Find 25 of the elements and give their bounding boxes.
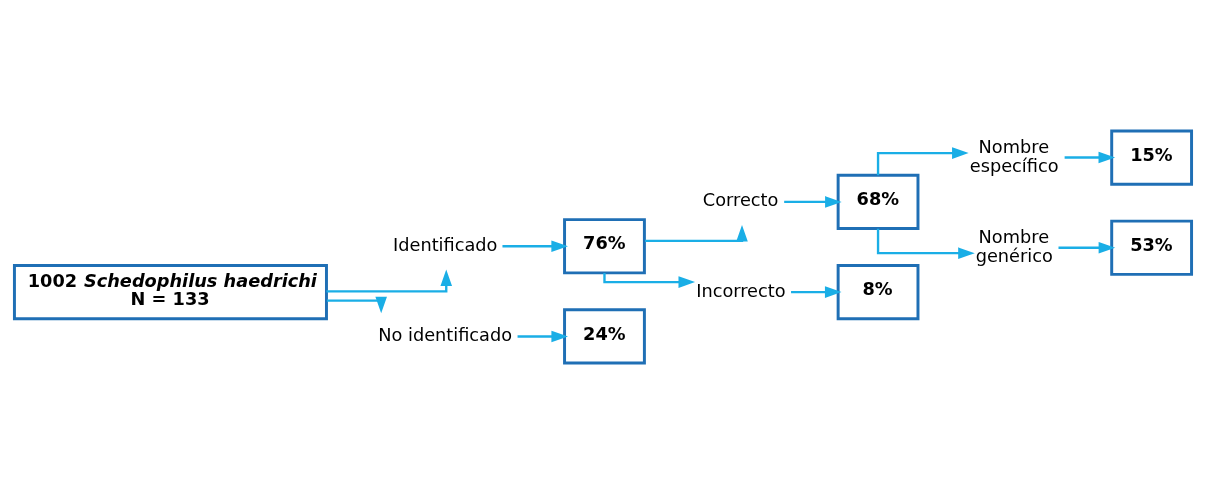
node-box: 68%: [836, 173, 920, 230]
arrow: [326, 269, 453, 293]
node-text: Identificado: [393, 234, 498, 255]
arrow: [502, 240, 568, 253]
node-box: 53%: [1110, 219, 1194, 276]
node-text: No identificado: [378, 325, 513, 346]
node-box: 1002 Schedophilus haedrichi N = 133: [12, 264, 328, 321]
node-text: Nombre genérico: [975, 226, 1053, 266]
node-box: 76%: [563, 218, 646, 275]
arrow: [1058, 241, 1116, 254]
arrow: [876, 228, 975, 259]
arrow: [876, 147, 969, 176]
arrow: [517, 330, 568, 343]
arrow: [603, 273, 696, 288]
node-box: 15%: [1110, 129, 1194, 186]
arrow: [645, 224, 748, 242]
arrow: [326, 296, 387, 314]
node-text: Nombre específico: [969, 136, 1059, 176]
arrow: [1064, 151, 1116, 164]
arrow: [784, 196, 842, 208]
node-text: Incorrecto: [696, 280, 786, 301]
arrow: [791, 286, 842, 298]
node-text: Correcto: [702, 190, 779, 211]
node-box: 24%: [563, 308, 646, 365]
node-box: 8%: [836, 264, 920, 321]
